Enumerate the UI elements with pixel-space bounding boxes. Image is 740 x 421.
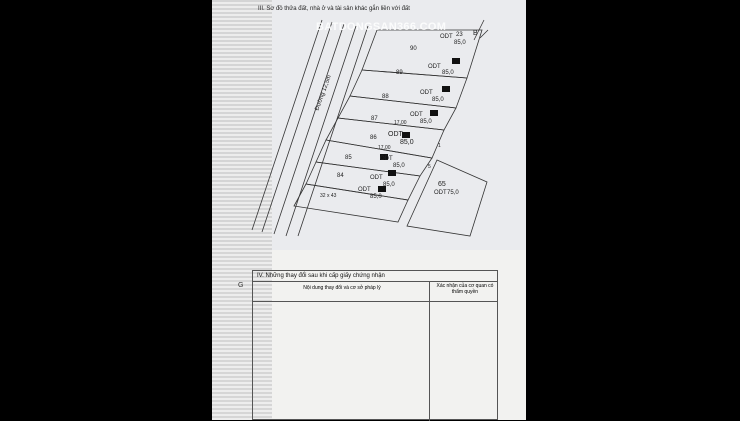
lot-area-84b: 85,0 xyxy=(370,194,382,200)
road-line xyxy=(273,23,345,235)
lot-65 xyxy=(406,159,488,237)
dimension-label: 1 xyxy=(438,143,441,149)
lot-area-85: 85,0 xyxy=(393,163,405,169)
background-right xyxy=(526,0,740,420)
document-page xyxy=(212,0,526,420)
watermark: BATDONGSAN366.COM xyxy=(316,21,447,33)
lot-use-65: ODT xyxy=(434,190,447,196)
road-line xyxy=(297,25,369,237)
section-title: III. Sơ đồ thửa đất, nhà ở và tài sản kh… xyxy=(258,6,410,12)
lot-use-89: ODT xyxy=(428,64,441,70)
column-header-confirm: Xác nhận của cơ quan có thẩm quyền xyxy=(436,283,494,295)
road-line xyxy=(251,19,323,231)
lot-number-88: 88 xyxy=(382,94,389,100)
lot-use-86: ODT xyxy=(388,131,403,138)
lot-use-88: ODT xyxy=(420,90,433,96)
lot-area-88: 85,0 xyxy=(432,97,444,103)
lot-use-90: ODT xyxy=(440,34,453,40)
lot-90 xyxy=(361,29,483,79)
road-line xyxy=(285,25,357,237)
lot-use-87: ODT xyxy=(410,112,423,118)
table-divider xyxy=(253,301,497,302)
lot-use-84: ODT xyxy=(370,175,383,181)
road-line xyxy=(261,21,333,233)
north-arrow xyxy=(473,19,485,41)
scan-banding xyxy=(212,0,272,420)
lot-area-86: 85,0 xyxy=(400,139,414,146)
dimension-label: 5 xyxy=(428,164,431,170)
lot-number-90: 90 xyxy=(410,46,417,52)
corner-label: 32 x 43 xyxy=(320,193,337,199)
table-column-divider xyxy=(429,281,430,421)
lot-number-86: 86 xyxy=(370,135,377,141)
lot-number-89: 89 xyxy=(396,70,403,76)
lot-number-85: 85 xyxy=(345,155,352,161)
parcel-map xyxy=(251,19,489,237)
table-divider xyxy=(253,281,497,282)
lot-use-84b: ODT xyxy=(358,187,371,193)
lot-86 xyxy=(315,139,433,177)
north-arrow-tick xyxy=(479,29,489,39)
lot-number-84: 84 xyxy=(337,173,344,179)
side-letter: G xyxy=(238,282,244,289)
lot-area-90: 85,0 xyxy=(454,40,466,46)
north-mark: B xyxy=(473,30,478,37)
lot-use-85: ODT xyxy=(380,156,393,162)
column-header-content: Nội dung thay đổi và cơ sở pháp lý xyxy=(303,285,381,291)
dimension-label: 17,00 xyxy=(394,120,407,126)
changes-table-title: IV. Những thay đổi sau khi cấp giấy chứn… xyxy=(257,273,385,279)
lot-area-87: 85,0 xyxy=(420,119,432,125)
lot-84 xyxy=(293,183,409,223)
lot-area-65: 75,0 xyxy=(447,190,459,196)
changes-table: IV. Những thay đổi sau khi cấp giấy chứn… xyxy=(252,270,498,421)
lot-number-65: 65 xyxy=(438,181,446,188)
lot-area-89: 85,0 xyxy=(442,70,454,76)
lot-number-87: 87 xyxy=(371,116,378,122)
lot-area-84: 85,0 xyxy=(383,182,395,188)
lot-sub-90: 23 xyxy=(456,32,463,38)
dimension-label: 17,00 xyxy=(378,145,391,151)
